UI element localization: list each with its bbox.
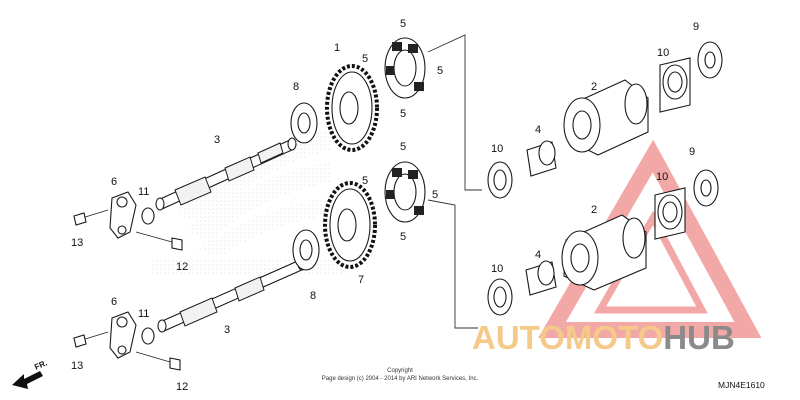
callout-5-e: 5 (400, 141, 406, 153)
front-marker-label: FR. (33, 358, 48, 371)
watermark-part1: AUTOMOTO (472, 319, 663, 356)
callout-9-bottom: 9 (689, 146, 695, 158)
collar-top (526, 140, 557, 177)
arm-bottom (109, 311, 137, 359)
copyright-title: Copyright (387, 368, 413, 374)
needle-bearing-top-right (659, 57, 691, 113)
callout-5-a: 5 (400, 18, 406, 30)
washer-bottom (292, 229, 320, 271)
bearing-cage-bottom (384, 161, 426, 223)
watermark-part2: HUB (663, 319, 735, 356)
callout-5-c: 5 (437, 65, 443, 77)
callout-5-b: 5 (362, 53, 368, 65)
callout-10-a: 10 (657, 47, 669, 59)
callout-5-f: 5 (362, 175, 368, 187)
front-arrow-icon (12, 371, 43, 389)
callout-10-b: 10 (491, 143, 503, 155)
callout-10-c: 10 (656, 171, 668, 183)
dog-hub-top (563, 79, 649, 156)
callout-6-bottom: 6 (111, 296, 117, 308)
washer-top (290, 102, 318, 144)
bearing-cage-top (384, 37, 426, 99)
dog-hub-bottom (561, 214, 647, 291)
bracket-lines (427, 34, 482, 329)
callout-3-bottom: 3 (224, 324, 230, 336)
callout-5-d: 5 (400, 108, 406, 120)
callout-2-top: 2 (591, 81, 597, 93)
oring-11-top (141, 207, 155, 225)
collar-bottom (525, 260, 557, 296)
callout-7: 7 (358, 274, 364, 286)
shaft-top (155, 137, 297, 211)
bolt-12-bottom (135, 351, 181, 371)
gear-bottom (323, 181, 377, 269)
watermark-text: AUTOMOTOHUB (472, 319, 735, 356)
needle-bearing-bottom (487, 278, 513, 316)
callout-1: 1 (334, 42, 340, 54)
diagram-code: MJN4E1610 (718, 380, 765, 390)
callout-9-top: 9 (693, 21, 699, 33)
bolt-13-bottom (73, 331, 109, 348)
bolt-13-top (73, 209, 109, 226)
callout-11-top: 11 (138, 186, 149, 198)
copyright-notice: Page design (c) 2004 - 2014 by ARI Netwo… (322, 376, 479, 382)
callout-10-d: 10 (491, 263, 503, 275)
thrust-washer-top (697, 41, 723, 79)
callout-6-top: 6 (111, 176, 117, 188)
callout-3-top: 3 (214, 134, 220, 146)
callout-12-top: 12 (176, 261, 188, 273)
thrust-washer-bottom (693, 169, 719, 207)
arm-top (109, 191, 137, 239)
needle-bearing-bottom-right (654, 187, 686, 240)
bolt-12-top (135, 231, 183, 251)
callout-labels: 1 2 2 3 3 4 4 5 5 5 5 5 5 5 5 6 6 7 8 8 … (71, 18, 699, 393)
callout-13-top: 13 (71, 237, 83, 249)
callout-8-bottom: 8 (310, 290, 316, 302)
callout-13-bottom: 13 (71, 360, 83, 372)
callout-2-bottom: 2 (591, 204, 597, 216)
gear-top (325, 64, 379, 152)
callout-5-h: 5 (400, 231, 406, 243)
callout-8-top: 8 (293, 81, 299, 93)
oring-11-bottom (141, 327, 155, 345)
callout-4-top: 4 (535, 124, 541, 136)
callout-12-bottom: 12 (176, 381, 188, 393)
needle-bearing-mid (487, 161, 513, 199)
callout-11-bottom: 11 (138, 308, 149, 320)
callout-4-bottom: 4 (535, 249, 541, 261)
callout-5-g: 5 (432, 189, 438, 201)
